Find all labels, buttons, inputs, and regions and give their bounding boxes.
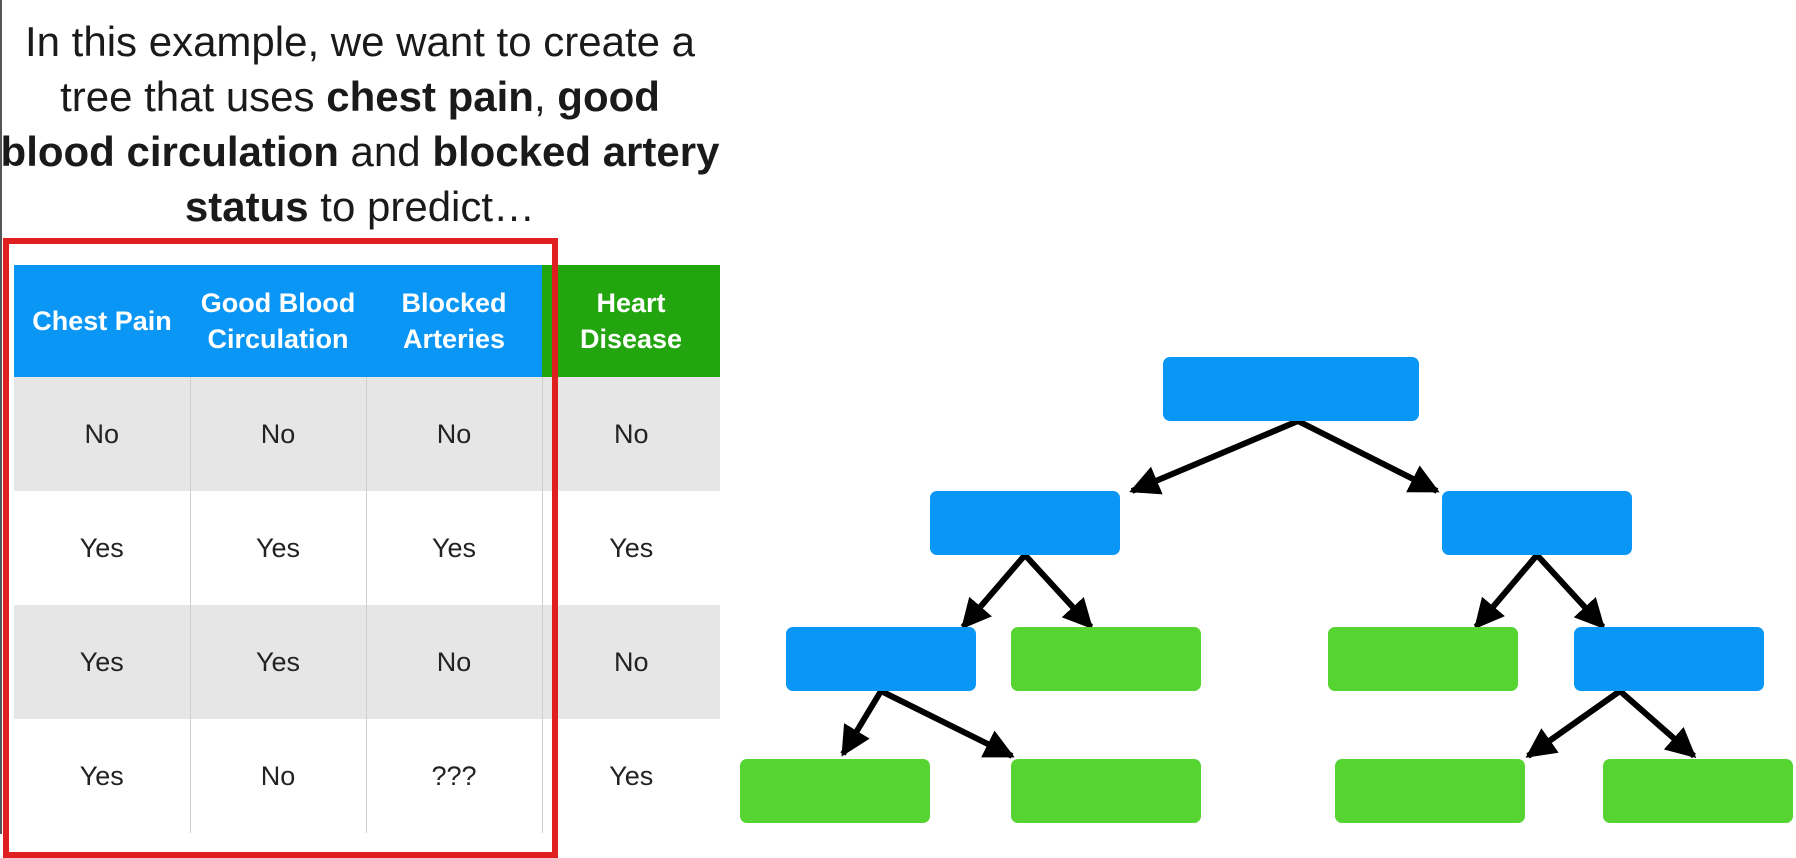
table-cell: Yes <box>365 491 542 605</box>
table-cell: No <box>14 377 190 491</box>
tree-leaf-node <box>1603 759 1793 823</box>
tree-decision-node <box>1574 627 1764 691</box>
table-row: Yes Yes No No <box>14 605 720 719</box>
header-heart-disease: Heart Disease <box>542 265 720 377</box>
intro-bold-good-blood-circulation: good blood circulation <box>0 73 660 175</box>
intro-text: In this example, we want to create a tre… <box>0 14 720 234</box>
data-table: Chest Pain Good Blood Circulation Blocke… <box>14 265 720 833</box>
tree-edges <box>840 418 1697 759</box>
intro-bold-blocked-artery-status: blocked artery status <box>184 128 720 230</box>
table-header-row: Chest Pain Good Blood Circulation Blocke… <box>14 265 720 377</box>
tree-leaf-node <box>1335 759 1525 823</box>
table-cell: No <box>541 377 720 491</box>
table-cell: No <box>189 719 366 833</box>
table-cell: No <box>365 377 542 491</box>
tree-leaf-node <box>740 759 930 823</box>
tree-arrow <box>1473 553 1540 630</box>
tree-arrow <box>1534 552 1606 630</box>
header-good-blood-circulation: Good Blood Circulation <box>190 265 366 377</box>
table-cell: No <box>189 377 366 491</box>
tree-arrow <box>1525 688 1622 759</box>
table-cell: Yes <box>541 491 720 605</box>
tree-arrow <box>879 688 1015 759</box>
tree-decision-node <box>1442 491 1632 555</box>
left-border <box>0 0 2 834</box>
tree-decision-node <box>1163 357 1419 421</box>
table-cell: Yes <box>14 605 190 719</box>
table-cell: Yes <box>189 491 366 605</box>
table-cell: No <box>541 605 720 719</box>
header-chest-pain: Chest Pain <box>14 265 190 377</box>
table-cell: ??? <box>365 719 542 833</box>
header-blocked-arteries: Blocked Arteries <box>366 265 542 377</box>
tree-leaf-node <box>1328 627 1518 691</box>
tree-leaf-node <box>1011 759 1201 823</box>
tree-arrow <box>960 553 1028 630</box>
tree-arrow <box>1296 418 1440 494</box>
tree-arrow <box>1618 688 1697 759</box>
table-cell: Yes <box>79 532 124 563</box>
intro-part: , <box>533 73 558 120</box>
tree-leaf-node <box>1011 627 1201 691</box>
tree-decision-node <box>930 491 1120 555</box>
table-cell: Yes <box>189 605 366 719</box>
intro-part: and <box>338 128 433 175</box>
tree-arrow <box>1022 552 1094 630</box>
tree-arrow <box>840 689 884 757</box>
table-cell: No <box>365 605 542 719</box>
table-row: Yes No ??? Yes <box>14 719 720 833</box>
intro-part: to predict… <box>308 183 536 230</box>
table-cell: Yes <box>79 760 124 791</box>
intro-part: In this example, we want to create a tre… <box>24 18 695 120</box>
tree-arrow <box>1129 418 1300 495</box>
table-row: Yes Yes Yes Yes <box>14 491 720 605</box>
table-cell: Yes <box>541 719 720 833</box>
table-row: No No No No <box>14 377 720 491</box>
intro-bold-chest-pain: chest pain <box>326 73 534 120</box>
tree-decision-node <box>786 627 976 691</box>
tree-nodes <box>740 357 1793 823</box>
decision-tree <box>740 357 1793 823</box>
